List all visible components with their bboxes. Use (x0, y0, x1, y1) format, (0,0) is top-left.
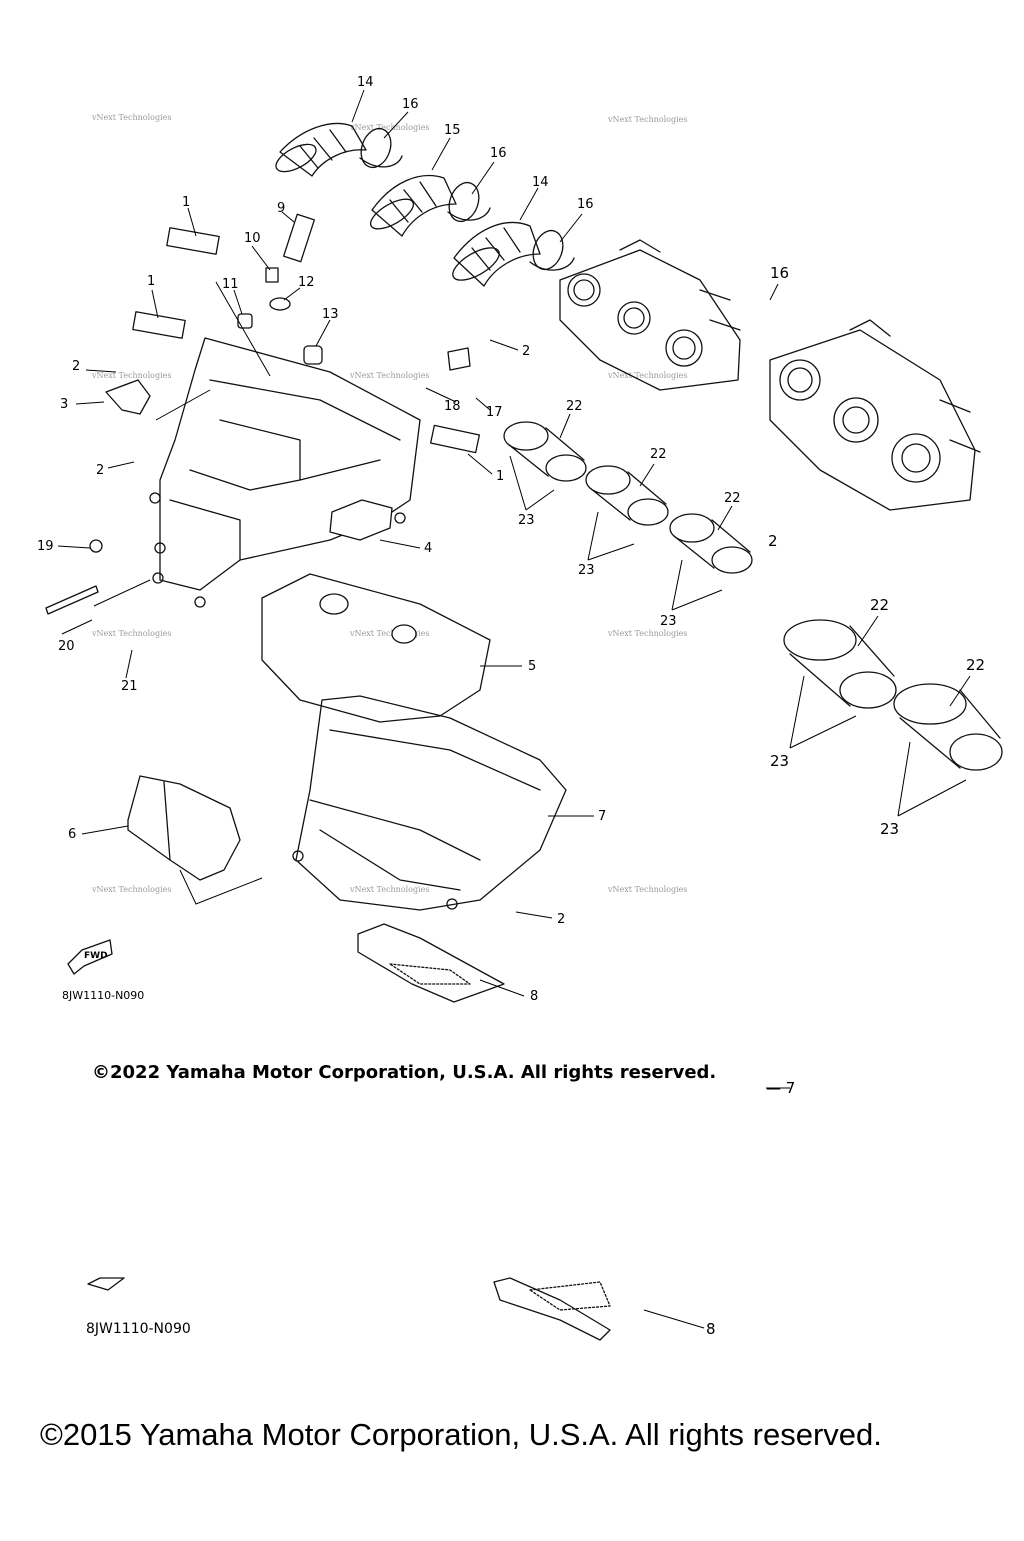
callout-label: 23 (880, 820, 899, 838)
watermark: vNext Technologies (91, 885, 171, 894)
callout-label: 11 (222, 277, 239, 292)
pad-1c (429, 424, 481, 454)
callout-label: 2 (96, 463, 104, 478)
leader-lines (57, 89, 971, 1329)
part-12 (269, 297, 291, 311)
callout-label: 17 (486, 405, 503, 420)
callout-label: 14 (357, 75, 374, 90)
watermark: vNext Technologies (349, 371, 429, 380)
callout-label: 14 (532, 175, 549, 190)
watermark: vNext Technologies (349, 885, 429, 894)
watermark: vNext Technologies (607, 371, 687, 380)
throttle-body-assembly (559, 239, 741, 391)
callout-label: 18 (444, 399, 461, 414)
fwd-arrow-icon: FWD (67, 939, 113, 975)
part-13 (303, 345, 323, 365)
watermark: vNext Technologies (91, 371, 171, 380)
callout-label: 12 (298, 275, 315, 290)
joint-2 (585, 465, 669, 526)
callout-label: 23 (578, 563, 595, 578)
callout-label: 23 (770, 752, 789, 770)
joint-enlarged-2 (893, 683, 1003, 771)
callout-label: 22 (966, 656, 985, 674)
seal-5 (261, 573, 491, 723)
callout-label: 8 (706, 1320, 716, 1338)
callout-label: 2 (72, 359, 80, 374)
watermark: vNext Technologies (349, 629, 429, 638)
callout-label: — 7 (766, 1079, 795, 1097)
pad-1b (132, 311, 186, 339)
part-10 (265, 267, 279, 283)
joint-1 (503, 421, 587, 482)
callout-label: 16 (577, 197, 594, 212)
callout-label: 2 (557, 912, 565, 927)
callout-label: 2 (522, 344, 530, 359)
drawing-code: 8JW1110-N090 (62, 989, 145, 1002)
bolt-19 (89, 539, 103, 553)
watermark: vNext Technologies (607, 629, 687, 638)
callout-label: 1 (182, 195, 190, 210)
watermark: vNext Technologies (349, 123, 429, 132)
watermark: vNext Technologies (91, 113, 171, 122)
air-filter-case-lower (292, 695, 567, 911)
callout-label: 10 (244, 231, 261, 246)
intake-duct-3 (452, 221, 575, 287)
callout-label: 13 (322, 307, 339, 322)
callout-label: 22 (566, 399, 583, 414)
callout-labels: 14 16 15 16 14 16 1 9 10 1 11 12 13 2 3 … (37, 75, 985, 1338)
pad-1a (166, 227, 220, 255)
copyright-2022: ©2022 Yamaha Motor Corporation, U.S.A. A… (92, 1062, 717, 1083)
sensor-17 (447, 347, 471, 371)
callout-label: 20 (58, 639, 75, 654)
watermarks: vNext Technologies vNext Technologies vN… (91, 113, 687, 894)
watermark: vNext Technologies (91, 629, 171, 638)
callout-label: 7 (598, 809, 606, 824)
callout-label: 22 (870, 596, 889, 614)
air-filter-element (329, 499, 393, 541)
callout-label: 9 (277, 201, 285, 216)
callout-label: 23 (518, 513, 535, 528)
joint-3 (669, 513, 753, 574)
callout-label: 21 (121, 679, 138, 694)
callout-label: 3 (60, 397, 68, 412)
callout-label: 23 (660, 614, 677, 629)
callout-label: 16 (770, 264, 789, 282)
callout-label: 1 (147, 274, 155, 289)
callout-label: 22 (724, 491, 741, 506)
callout-label: 4 (424, 541, 432, 556)
callout-label: 15 (444, 123, 461, 138)
screen-8 (357, 923, 505, 1003)
callout-label: 6 (68, 827, 76, 842)
fwd-label: FWD (84, 951, 108, 961)
callout-label: 8 (530, 989, 538, 1004)
copyright-2015: ©2015 Yamaha Motor Corporation, U.S.A. A… (40, 1417, 882, 1452)
fwd-arrow-partial-icon (87, 1277, 125, 1291)
part-11 (237, 313, 253, 329)
callout-label: 16 (490, 146, 507, 161)
callout-label: 19 (37, 539, 54, 554)
bracket-3 (105, 379, 151, 415)
callout-label: 2 (768, 532, 778, 550)
joint-enlarged-1 (783, 619, 897, 709)
callout-label: 22 (650, 447, 667, 462)
drawing-code-overlay: 8JW1110-N090 (86, 1321, 191, 1337)
callout-label: 16 (402, 97, 419, 112)
intake-duct-2 (369, 174, 491, 237)
watermark: vNext Technologies (607, 115, 687, 124)
cover-6 (127, 775, 241, 881)
intake-duct-1 (275, 122, 403, 177)
strap-20 (45, 585, 99, 615)
screen-8-enlarged (493, 1277, 611, 1341)
air-filter-case-upper (149, 337, 421, 608)
callout-label: 1 (496, 469, 504, 484)
throttle-body-assembly-enlarged (769, 319, 981, 511)
watermark: vNext Technologies (607, 885, 687, 894)
hose-9 (282, 213, 316, 263)
callout-label: 5 (528, 659, 536, 674)
